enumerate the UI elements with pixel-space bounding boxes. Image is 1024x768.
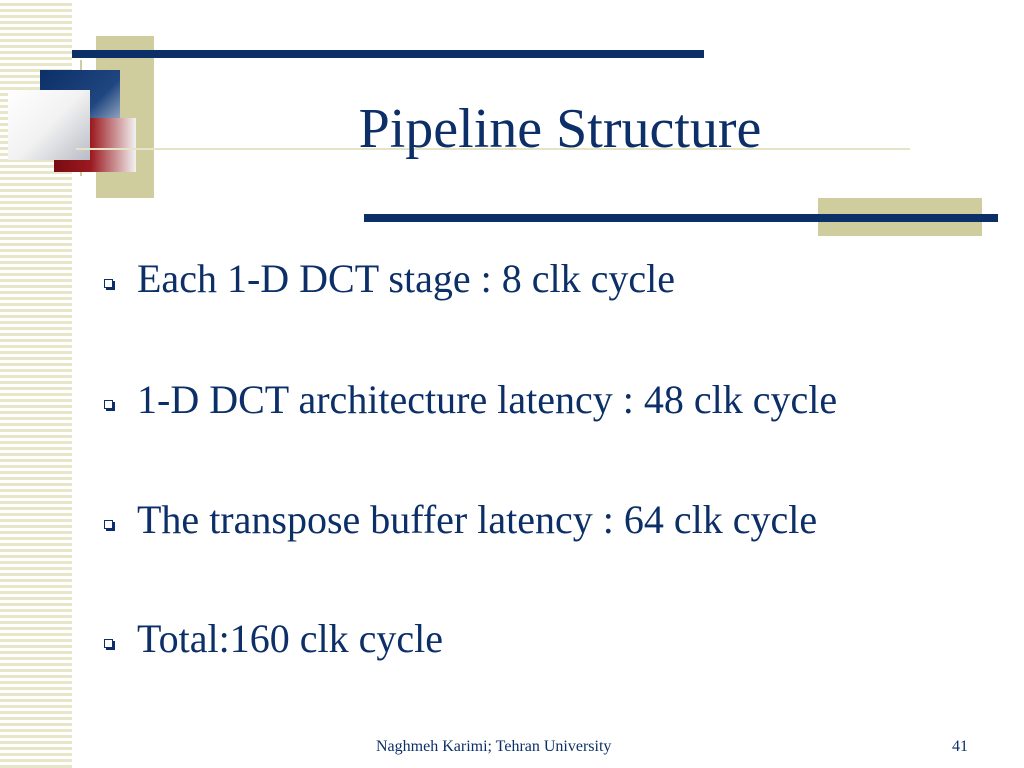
square-bullet-icon [104, 519, 113, 529]
bullet-item: Each 1-D DCT stage : 8 clk cycle [100, 248, 675, 308]
bullet-text: The transpose buffer latency : 64 clk cy… [137, 496, 818, 542]
bullet-text: 1-D DCT architecture latency : 48 clk cy… [137, 376, 838, 422]
title-rule-bottom [364, 214, 998, 222]
footer-author: Naghmeh Karimi; Tehran University [376, 738, 612, 755]
bullet-item: Total:160 clk cycle [100, 608, 443, 668]
square-bullet-icon [104, 638, 113, 648]
title-rule-top [72, 50, 704, 58]
square-bullet-icon [104, 278, 113, 288]
bullet-text: Total:160 clk cycle [137, 615, 443, 661]
bullet-text: Each 1-D DCT stage : 8 clk cycle [137, 255, 675, 301]
square-bullet-icon [104, 399, 113, 409]
bullet-item: The transpose buffer latency : 64 clk cy… [100, 489, 817, 549]
slide-title: Pipeline Structure [358, 98, 762, 160]
decor-horizontal-line [76, 148, 910, 150]
bullet-item: 1-D DCT architecture latency : 48 clk cy… [100, 369, 837, 429]
page-number: 41 [952, 738, 968, 755]
